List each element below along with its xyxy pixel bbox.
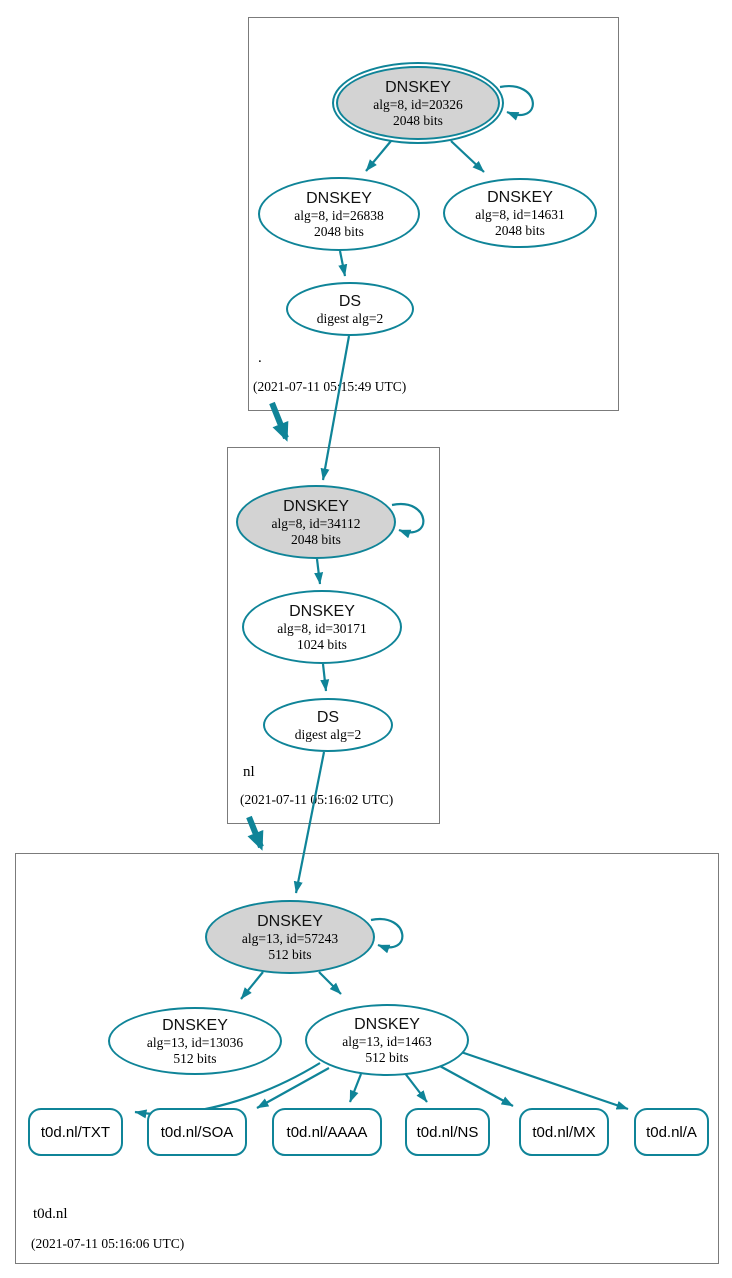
node-bits: 512 bits (365, 1049, 409, 1065)
node-title: DNSKEY (385, 78, 451, 96)
node-title: DS (316, 708, 340, 726)
zone-label-root: . (258, 350, 262, 366)
rrset-t0d-nl-mx[interactable]: t0d.nl/MX (519, 1108, 609, 1156)
zone-timestamp-nl: (2021-07-11 05:16:02 UTC) (240, 792, 394, 807)
edge-t0d-zsk1463-to-aaaa (348, 1073, 363, 1103)
node-title: DNSKEY (257, 912, 323, 930)
node-dnskey-14631[interactable]: DNSKEY alg=8, id=14631 2048 bits (443, 178, 597, 248)
node-bits: 2048 bits (291, 531, 341, 547)
edge-root-ds-to-nl-ksk (320, 335, 351, 481)
zone-label-t0d-nl: t0d.nl (33, 1206, 68, 1222)
node-bits: 512 bits (173, 1050, 217, 1066)
edge-nl-ksk-selfloop (391, 502, 425, 539)
node-title: DS (338, 292, 362, 310)
node-detail: alg=8, id=34112 (271, 515, 361, 531)
zone-box-nl (227, 447, 440, 824)
node-dnskey-1463[interactable]: DNSKEY alg=13, id=1463 512 bits (305, 1004, 469, 1076)
node-title: DNSKEY (354, 1015, 420, 1033)
rrset-t0d-nl-a[interactable]: t0d.nl/A (634, 1108, 709, 1156)
edge-delegation-root-to-nl (269, 401, 289, 442)
node-bits: 1024 bits (297, 636, 347, 652)
edge-t0d-zsk1463-to-ns (403, 1071, 428, 1103)
edge-root-ksk-to-zsk26838 (365, 140, 392, 172)
edge-nl-ds-to-t0d-ksk (293, 751, 326, 894)
zone-timestamp-t0d-nl: (2021-07-11 05:16:06 UTC) (31, 1236, 185, 1251)
edge-root-ksk-to-zsk14631 (450, 140, 485, 173)
node-dnskey-ksk-nl[interactable]: DNSKEY alg=8, id=34112 2048 bits (236, 485, 396, 559)
node-bits: 2048 bits (393, 112, 443, 128)
node-dnskey-26838[interactable]: DNSKEY alg=8, id=26838 2048 bits (258, 177, 420, 251)
node-dnskey-30171[interactable]: DNSKEY alg=8, id=30171 1024 bits (242, 590, 402, 664)
node-detail: alg=13, id=57243 (241, 930, 339, 946)
edge-t0d-ksk-to-zsk13036 (240, 971, 264, 1000)
edge-t0d-zsk1463-to-a (460, 1050, 629, 1111)
node-title: DNSKEY (306, 189, 372, 207)
edge-nl-ksk-to-zsk30171 (314, 558, 324, 585)
zone-label-nl: nl (243, 764, 255, 780)
node-title: DNSKEY (162, 1016, 228, 1034)
edge-t0d-zsk1463-to-mx (437, 1064, 514, 1107)
node-dnskey-13036[interactable]: DNSKEY alg=13, id=13036 512 bits (108, 1007, 282, 1075)
node-detail: alg=13, id=13036 (146, 1034, 244, 1050)
node-detail: alg=8, id=26838 (294, 207, 384, 223)
node-bits: 2048 bits (495, 222, 545, 238)
rrset-t0d-nl-txt[interactable]: t0d.nl/TXT (28, 1108, 123, 1156)
node-title: DNSKEY (487, 188, 553, 206)
node-bits: 512 bits (268, 946, 312, 962)
zone-box-t0d-nl (15, 853, 719, 1264)
edge-root-ksk-selfloop (499, 85, 534, 121)
node-ds-nl[interactable]: DS digest alg=2 (263, 698, 393, 752)
node-dnskey-ksk-root[interactable]: DNSKEY alg=8, id=20326 2048 bits (332, 62, 504, 144)
node-ds-root[interactable]: DS digest alg=2 (286, 282, 414, 336)
edge-t0d-zsk1463-to-soa (256, 1067, 330, 1109)
edge-delegation-nl-to-t0d (246, 815, 264, 851)
rrset-t0d-nl-soa[interactable]: t0d.nl/SOA (147, 1108, 247, 1156)
node-bits: 2048 bits (314, 223, 364, 239)
rrset-t0d-nl-ns[interactable]: t0d.nl/NS (405, 1108, 490, 1156)
node-detail: digest alg=2 (294, 726, 362, 742)
zone-timestamp-root: (2021-07-11 05:15:49 UTC) (253, 379, 407, 394)
node-detail: alg=13, id=1463 (342, 1033, 432, 1049)
node-detail: alg=8, id=20326 (373, 96, 463, 112)
rrset-t0d-nl-aaaa[interactable]: t0d.nl/AAAA (272, 1108, 382, 1156)
edge-nl-zsk30171-to-ds (320, 663, 330, 692)
node-title: DNSKEY (289, 602, 355, 620)
node-dnskey-ksk-root-inner: DNSKEY alg=8, id=20326 2048 bits (336, 66, 500, 140)
node-detail: alg=8, id=30171 (277, 620, 367, 636)
edge-root-zsk26838-to-ds (338, 250, 348, 277)
node-detail: alg=8, id=14631 (475, 206, 565, 222)
edge-t0d-ksk-to-zsk1463 (318, 971, 342, 995)
node-title: DNSKEY (283, 497, 349, 515)
node-detail: digest alg=2 (316, 310, 384, 326)
zone-box-root (248, 17, 619, 411)
edge-t0d-ksk-selfloop (370, 917, 404, 954)
node-dnskey-ksk-t0d-nl[interactable]: DNSKEY alg=13, id=57243 512 bits (205, 900, 375, 974)
